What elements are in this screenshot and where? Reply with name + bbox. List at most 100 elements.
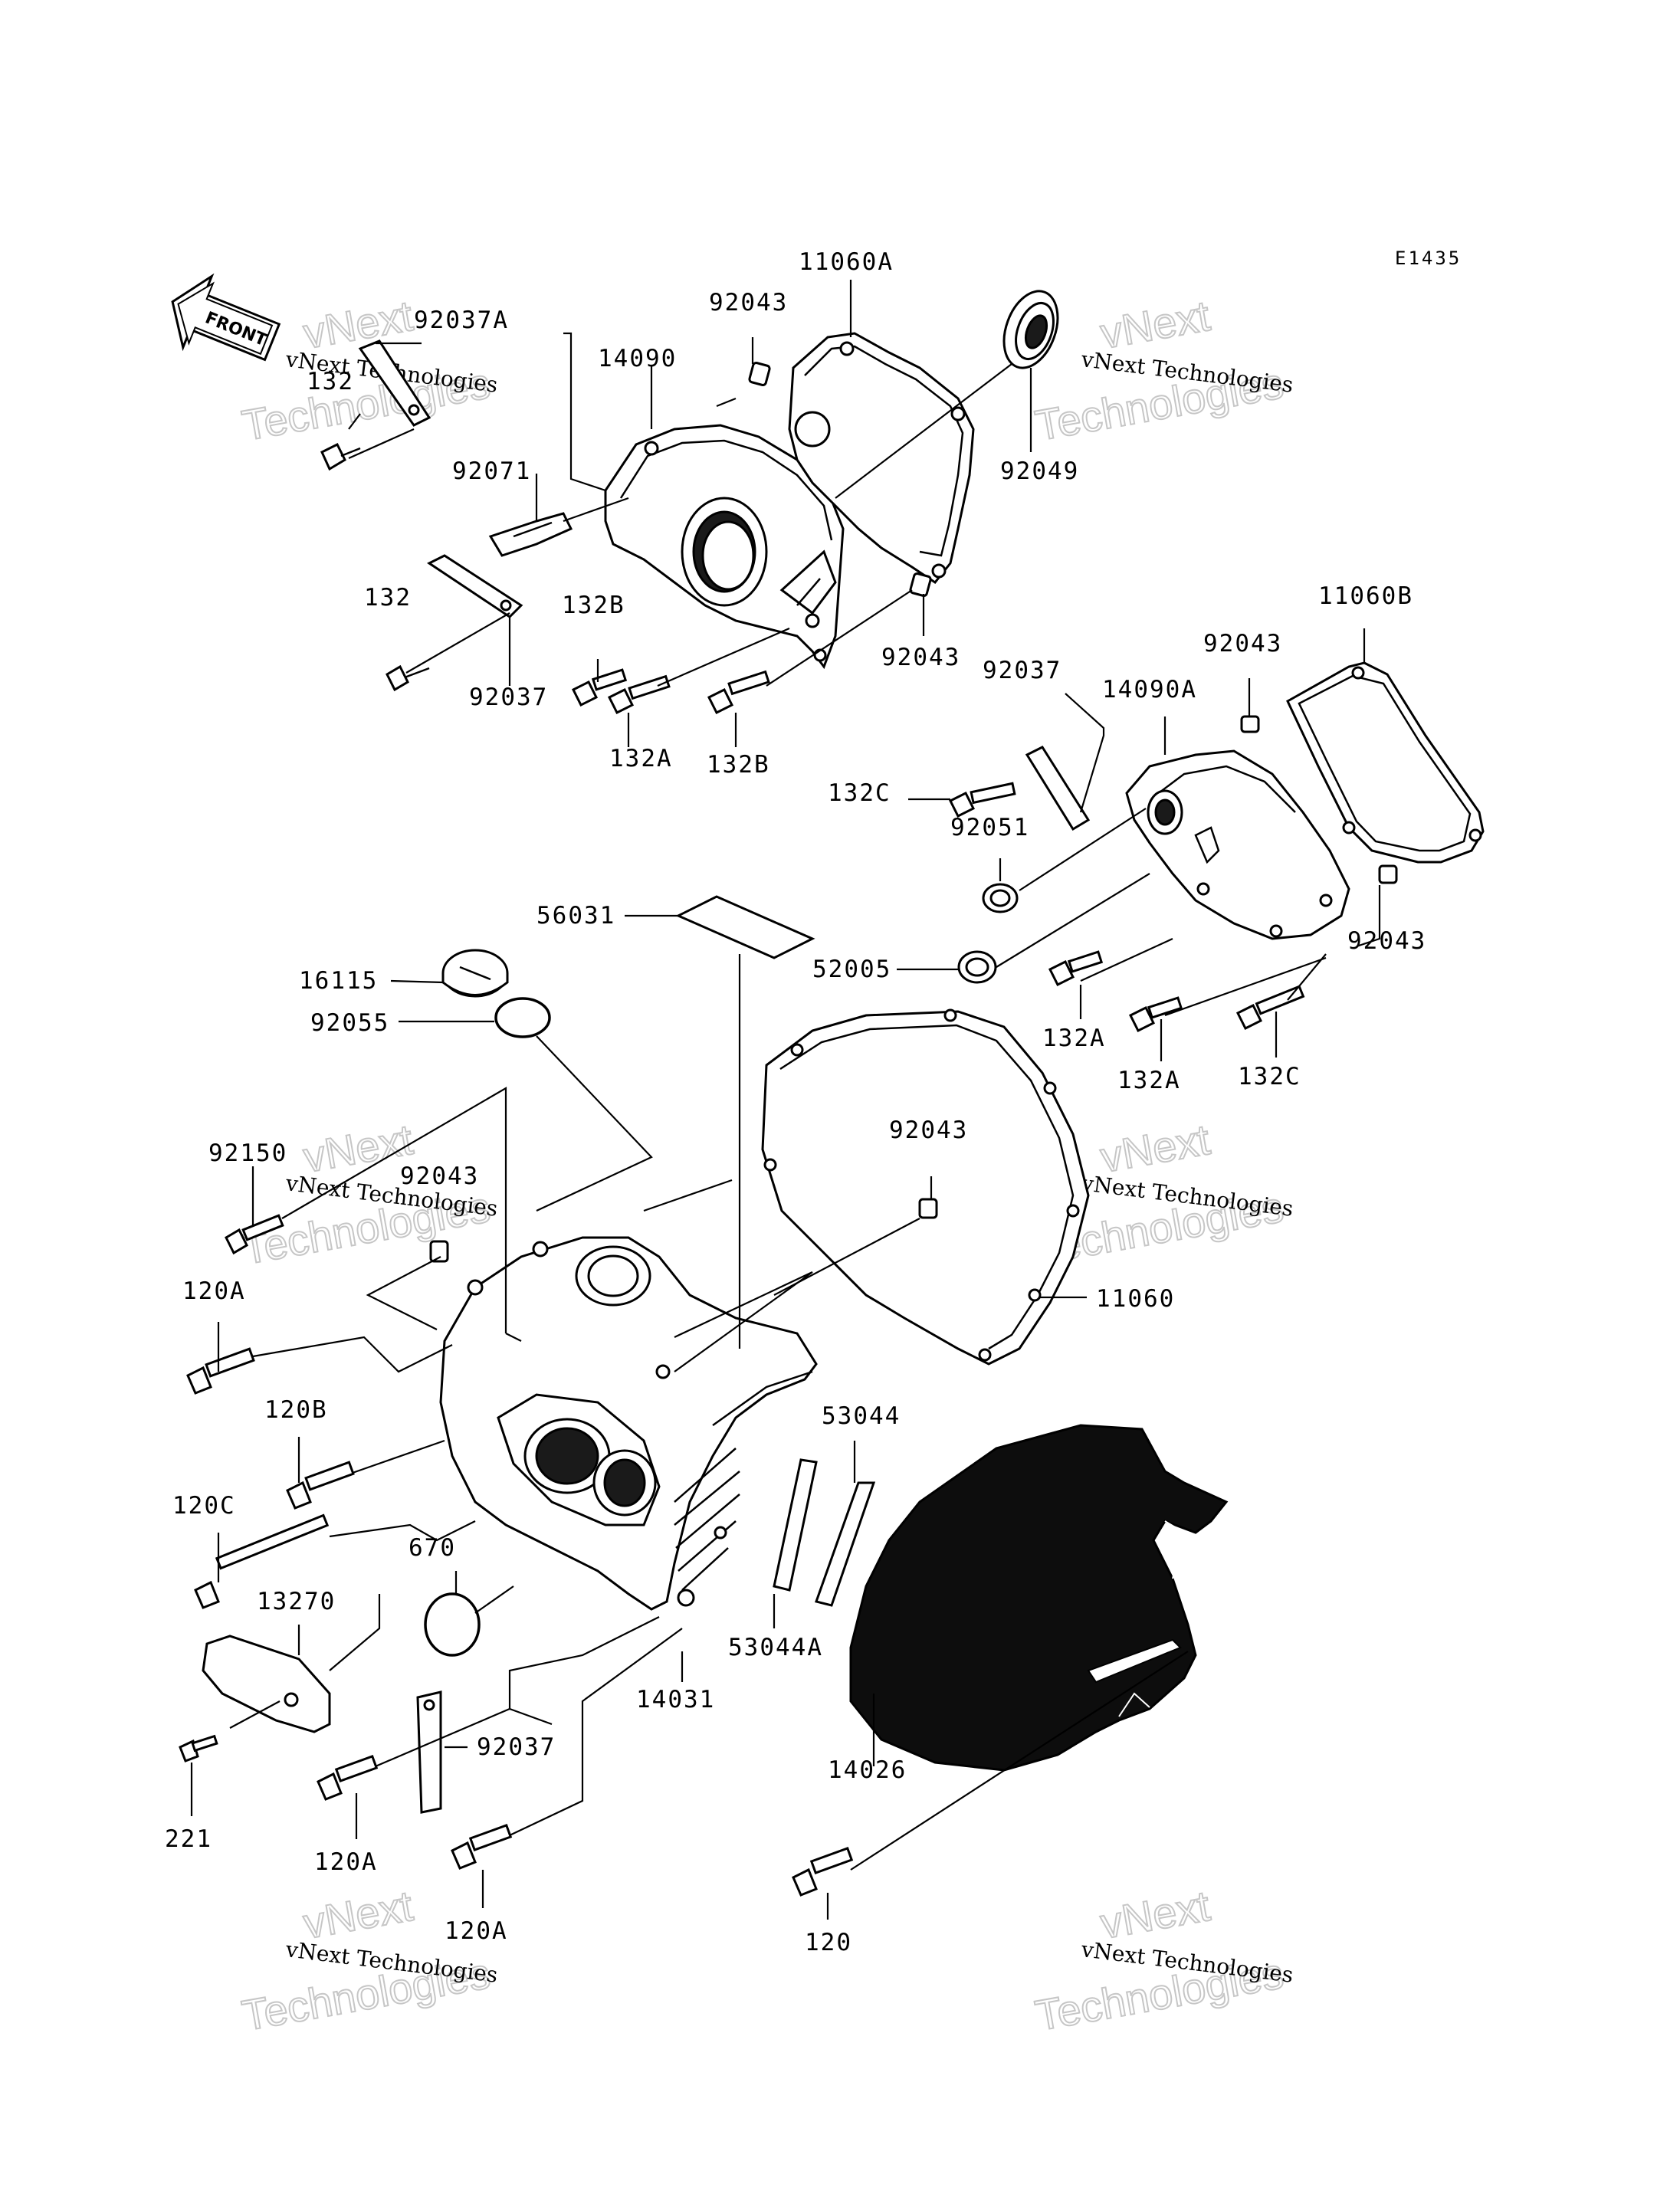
callout-92051: 92051	[950, 814, 1029, 841]
callout-92043-f: 92043	[889, 1117, 968, 1144]
callout-92055: 92055	[310, 1009, 389, 1037]
callout-132A-a: 132A	[609, 745, 673, 772]
callout-92049: 92049	[1000, 457, 1079, 485]
part-120C-bolt	[194, 1513, 330, 1609]
callout-120: 120	[805, 1929, 852, 1956]
diagram-code: E1435	[1395, 248, 1462, 269]
part-92051-seal	[982, 883, 1019, 913]
part-92037A-plate	[358, 339, 431, 427]
callout-221: 221	[165, 1825, 212, 1853]
callout-labels: 11060A 92043 92037A 132 14090 92049 9207…	[165, 248, 1426, 1956]
part-221-screw	[179, 1734, 218, 1763]
callout-14090A: 14090A	[1102, 676, 1197, 703]
part-132C-bolt-a	[948, 782, 1016, 818]
callout-11060: 11060	[1096, 1285, 1175, 1313]
part-132A-bolt-b	[1048, 950, 1104, 987]
callout-92043-c: 92043	[1203, 630, 1282, 657]
callout-120A-c: 120A	[445, 1917, 508, 1945]
callout-132A-b: 132A	[1042, 1025, 1106, 1052]
watermark-top-right: vNext Technologies vNext Technologies	[1031, 290, 1294, 451]
svg-text:vNext: vNext	[1097, 1881, 1213, 1948]
callout-92037-c: 92037	[477, 1733, 556, 1761]
part-52005-seal	[957, 950, 997, 984]
callout-53044A: 53044A	[728, 1634, 823, 1661]
part-14090-cover	[604, 424, 845, 670]
callout-11060A: 11060A	[799, 248, 894, 276]
callout-92043-b: 92043	[881, 644, 960, 671]
part-92049-seal	[1002, 290, 1059, 369]
callout-14026: 14026	[828, 1756, 907, 1784]
part-670-oring	[424, 1592, 481, 1657]
part-132-bolt-mid	[386, 664, 430, 692]
part-92037-plate-upper	[427, 554, 523, 618]
part-92043-dowel-upper-b	[909, 572, 932, 598]
callout-56031: 56031	[536, 902, 615, 930]
part-92043-dowel-left	[429, 1240, 449, 1263]
front-arrow-icon: FRONT	[171, 273, 281, 362]
watermark-bottom-right: vNext Technologies vNext Technologies	[1031, 1881, 1294, 2041]
part-14026-outer-cover	[849, 1424, 1229, 1772]
part-11060B-gasket	[1286, 661, 1485, 864]
callout-14031: 14031	[636, 1686, 715, 1713]
part-132A-bolt-c	[1128, 996, 1183, 1033]
callout-670: 670	[409, 1534, 456, 1562]
callout-132C-a: 132C	[828, 779, 891, 807]
callout-92071: 92071	[452, 457, 531, 485]
part-132B-bolt-a	[571, 668, 628, 707]
part-92071-clamp	[488, 512, 573, 557]
part-92043-dowel-right-b	[1378, 864, 1398, 884]
callout-132A-c: 132A	[1117, 1067, 1181, 1094]
leader-lines	[190, 280, 1381, 1920]
part-92150-bolt	[225, 1214, 284, 1255]
part-120-bolt	[792, 1847, 854, 1897]
part-132-bolt-top	[320, 442, 361, 471]
watermark-middle-left: vNext Technologies vNext Technologies	[238, 1114, 499, 1274]
svg-text:vNext: vNext	[300, 291, 416, 358]
callout-132B-a: 132B	[562, 592, 625, 619]
svg-text:vNext: vNext	[1097, 1115, 1213, 1182]
svg-text:vNext: vNext	[1097, 291, 1213, 358]
callout-92043-e: 92043	[400, 1162, 479, 1190]
part-11060-gasket	[761, 1008, 1090, 1366]
part-120A-bolt-b	[317, 1755, 379, 1801]
part-14031-main-cover	[439, 1236, 818, 1611]
callout-92043-a: 92043	[709, 289, 788, 316]
part-120A-bolt-c	[451, 1824, 513, 1870]
callout-92037-a: 92037	[469, 684, 548, 711]
callout-132-b: 132	[364, 584, 412, 612]
callout-132-a: 132	[307, 368, 354, 395]
callout-132B-b: 132B	[707, 751, 770, 779]
part-53044A-pin	[773, 1458, 818, 1592]
callout-16115: 16115	[299, 967, 378, 995]
part-56031-label	[675, 895, 815, 959]
callout-120A-a: 120A	[182, 1277, 246, 1305]
part-16115-cap	[441, 949, 509, 998]
part-92043-dowel-gasket	[918, 1198, 938, 1219]
callout-120C: 120C	[172, 1492, 236, 1520]
callout-120A-b: 120A	[314, 1848, 378, 1876]
callout-11060B: 11060B	[1318, 582, 1413, 610]
part-132B-bolt-b	[707, 670, 770, 715]
part-92043-dowel-right-a	[1240, 715, 1260, 733]
part-92055-oring	[494, 997, 551, 1038]
svg-text:vNext: vNext	[300, 1881, 416, 1948]
callout-53044: 53044	[822, 1402, 901, 1430]
part-120A-bolt-a	[186, 1347, 255, 1395]
callout-92037A: 92037A	[414, 307, 509, 334]
callout-14090: 14090	[598, 345, 677, 372]
part-11060A-gasket	[788, 332, 975, 585]
part-92037-plate-lower	[416, 1690, 442, 1814]
part-53044-pin	[815, 1481, 876, 1607]
callout-13270: 13270	[257, 1588, 336, 1615]
svg-text:vNext: vNext	[300, 1115, 416, 1182]
part-132C-bolt-b	[1235, 985, 1305, 1031]
callout-92150: 92150	[208, 1139, 287, 1167]
part-92043-dowel-upper-a	[748, 361, 771, 387]
callout-52005: 52005	[812, 956, 891, 983]
part-14090A-cover	[1125, 749, 1350, 940]
part-120B-bolt	[286, 1461, 355, 1510]
callout-92037-b: 92037	[983, 657, 1061, 684]
callout-92043-d: 92043	[1347, 927, 1426, 955]
